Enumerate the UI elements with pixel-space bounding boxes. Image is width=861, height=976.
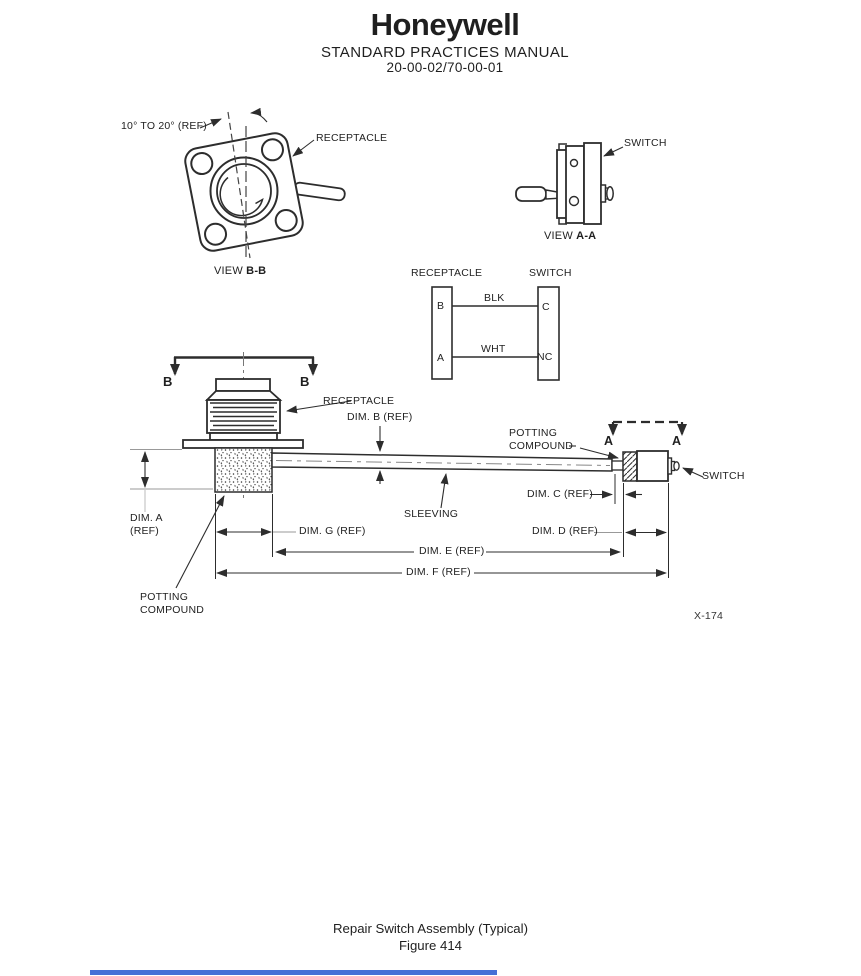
asm-dim-a-line1: DIM. A: [130, 512, 163, 524]
bb-flange: [184, 132, 304, 252]
aa-wire: [515, 186, 547, 202]
asm-receptacle: [204, 378, 283, 441]
asm-sleeving-label: SLEEVING: [404, 508, 459, 520]
asm-receptacle-label: RECEPTACLE: [323, 395, 395, 407]
wd-wire-blk-label: BLK: [484, 292, 505, 304]
wd-pin-b: B: [437, 300, 445, 312]
aa-switch-label: SWITCH: [624, 137, 667, 149]
assembly-drawing: [130, 352, 704, 589]
asm-flange: [182, 439, 304, 449]
asm-switch-label: SWITCH: [702, 470, 745, 482]
asm-dim-c-label: DIM. C (REF): [527, 488, 593, 500]
asm-dim-d-label: DIM. D (REF): [532, 525, 598, 537]
aa-view-id: A-A: [576, 230, 597, 242]
bb-view-id: B-B: [246, 265, 267, 277]
wiring-diagram: [431, 286, 560, 381]
wd-switch-header: SWITCH: [529, 267, 572, 279]
bb-angle-note: 10° TO 20° (REF): [121, 120, 207, 132]
asm-potting-bottom-label: POTTING COMPOUND: [140, 591, 204, 617]
asm-section-b-left: B: [163, 374, 173, 389]
bb-wire: [293, 181, 346, 202]
figure-xref: X-174: [694, 610, 724, 622]
doc-number: 20-00-02/70-00-01: [386, 60, 504, 75]
asm-dim-a-line2: (REF): [130, 525, 159, 537]
manual-title: STANDARD PRACTICES MANUAL: [320, 44, 570, 61]
asm-potting-top-line1: POTTING: [509, 427, 558, 439]
asm-potting-bottom-line2: COMPOUND: [140, 604, 205, 616]
asm-section-a-left: A: [604, 434, 614, 448]
aa-switch-body: [565, 145, 585, 224]
aa-view-caption: VIEW A-A: [544, 230, 596, 242]
wd-pin-c: C: [542, 301, 550, 313]
asm-potting-top-label: POTTING COMPOUND: [509, 427, 573, 453]
wd-wire-wht-label: WHT: [481, 343, 506, 355]
asm-potting-block: [214, 447, 273, 493]
asm-potting-bottom-line1: POTTING: [140, 591, 189, 603]
bb-view-caption: VIEW B-B: [214, 265, 266, 277]
asm-section-a-right: A: [672, 434, 682, 448]
page-bottom-highlight-bar: [90, 970, 497, 975]
asm-dim-g-label: DIM. G (REF): [299, 525, 366, 537]
wd-receptacle-header: RECEPTACLE: [411, 267, 483, 279]
aa-view-word: VIEW: [544, 230, 577, 242]
view-aa-drawing: [515, 142, 624, 225]
asm-potting-top-line2: COMPOUND: [509, 440, 574, 452]
asm-dim-b-label: DIM. B (REF): [347, 411, 413, 423]
bb-receptacle-label: RECEPTACLE: [316, 132, 388, 144]
view-bb-drawing: [184, 107, 346, 259]
brand-logo: Honeywell: [370, 7, 520, 42]
asm-dim-f-label: DIM. F (REF): [406, 566, 471, 578]
bb-view-word: VIEW: [214, 265, 247, 277]
wd-pin-a: A: [437, 352, 445, 364]
asm-section-b-right: B: [300, 374, 310, 389]
wd-receptacle-box: [431, 286, 453, 380]
asm-dim-a-label: DIM. A (REF): [130, 512, 163, 538]
wd-pin-nc: NC: [537, 351, 553, 363]
asm-dim-e-label: DIM. E (REF): [419, 545, 485, 557]
asm-sleeving-tube: [271, 452, 613, 472]
figure-caption: Repair Switch Assembly (Typical): [333, 921, 528, 936]
wd-switch-box: [537, 286, 560, 381]
figure-number: Figure 414: [398, 938, 463, 953]
asm-switch: [622, 450, 680, 482]
